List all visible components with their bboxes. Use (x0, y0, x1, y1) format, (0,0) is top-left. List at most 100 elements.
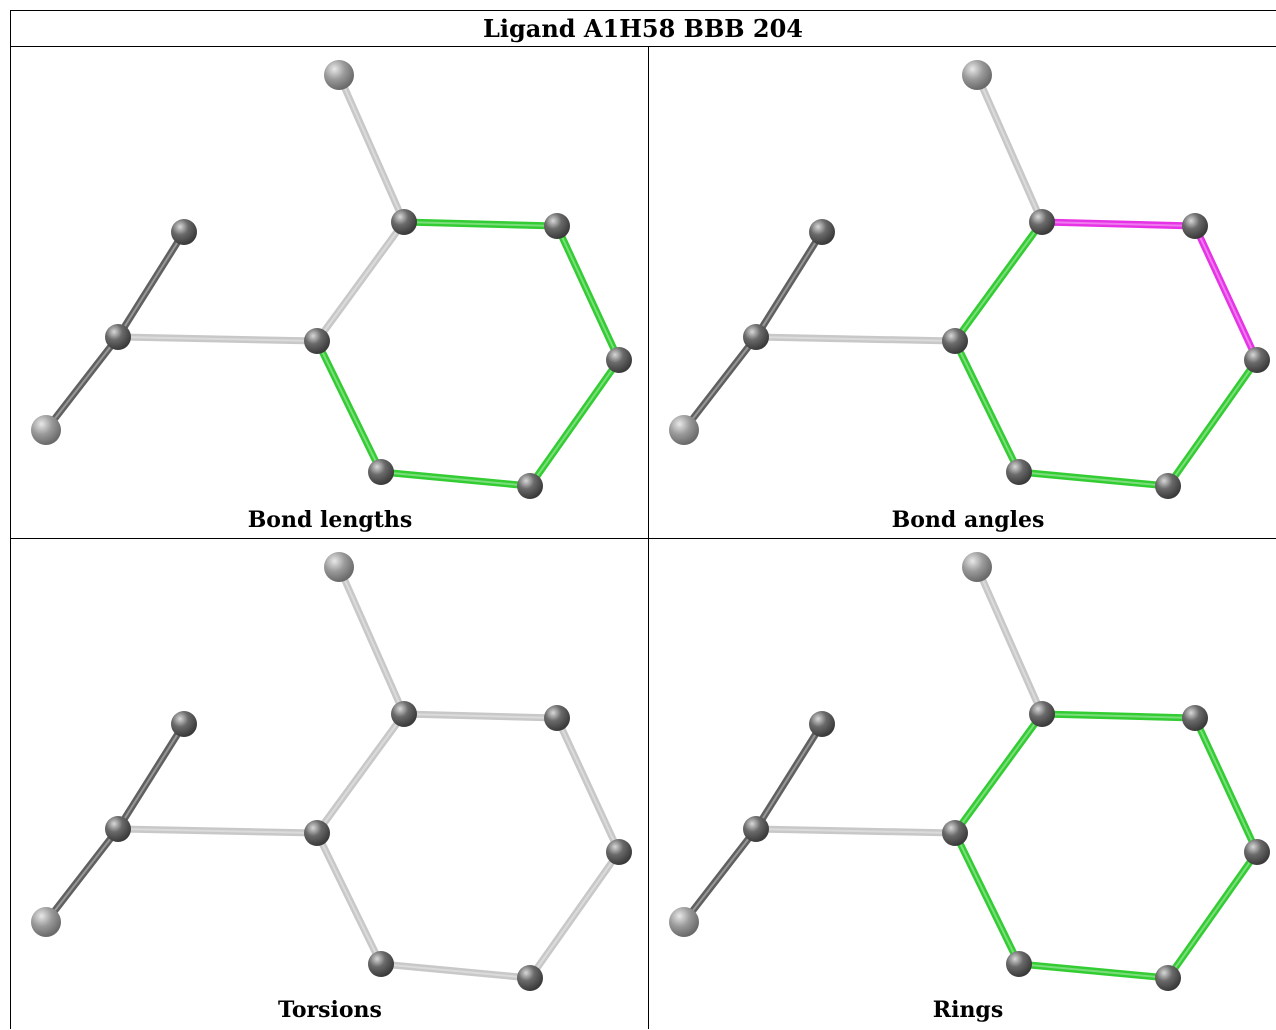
atom-mc (105, 816, 131, 842)
atom-ml (31, 415, 61, 445)
bond-highlight-top-a1 (976, 74, 1043, 223)
frame-title-divider (10, 46, 1276, 47)
bond-highlight-a3-a4 (529, 851, 620, 979)
atom-a2 (1182, 705, 1208, 731)
atom-a2 (1182, 213, 1208, 239)
bond-top-a1 (973, 563, 1046, 718)
bond-highlight-a5-a6 (954, 340, 1020, 473)
bond-mu-mc (114, 720, 188, 833)
bond-a2-a3 (553, 714, 623, 856)
bond-a5-a6 (313, 829, 385, 968)
panel-rings: Rings (649, 539, 1276, 1030)
atom-a6 (942, 328, 968, 354)
bond-highlight-a4-a5 (380, 963, 531, 979)
bond-a6-a1 (951, 218, 1046, 345)
bond-mc-a6 (752, 825, 959, 837)
atom-top (324, 552, 354, 582)
bond-a2-a3 (1191, 222, 1261, 364)
bond-highlight-a6-a1 (954, 713, 1043, 834)
bond-highlight-mu-mc (117, 723, 185, 830)
bond-a4-a5 (1015, 468, 1172, 490)
frame-top (10, 10, 1276, 11)
atom-a5 (1006, 459, 1032, 485)
bond-a5-a6 (313, 337, 385, 476)
atom-ml (669, 415, 699, 445)
atom-a3 (1244, 839, 1270, 865)
bond-highlight-a4-a5 (380, 471, 531, 487)
bond-mc-ml (42, 825, 122, 926)
frame-row-divider (10, 538, 1276, 539)
bond-mu-mc (752, 228, 826, 341)
bond-highlight-top-a1 (338, 74, 405, 223)
atom-a3 (606, 347, 632, 373)
bond-highlight-a1-a2 (1041, 713, 1196, 719)
bond-highlight-a2-a3 (556, 717, 620, 853)
bond-highlight-mu-mc (117, 231, 185, 338)
panel-caption: Bond angles (891, 507, 1045, 533)
atom-mu (171, 711, 197, 737)
bond-a3-a4 (1164, 356, 1261, 490)
atom-a3 (606, 839, 632, 865)
atom-ml (669, 907, 699, 937)
frame-column-divider (648, 46, 649, 1029)
bond-mu-mc (752, 720, 826, 833)
atom-ml (31, 907, 61, 937)
figure-title: Ligand A1H58 BBB 204 (483, 13, 803, 43)
bond-top-a1 (973, 71, 1046, 226)
bond-mu-mc (114, 228, 188, 341)
bond-a4-a5 (377, 468, 534, 490)
bond-a6-a1 (313, 710, 408, 837)
bond-a1-a2 (1038, 218, 1199, 230)
atom-a4 (1155, 965, 1181, 991)
bond-top-a1 (335, 563, 408, 718)
atom-a5 (368, 951, 394, 977)
bond-highlight-a6-a1 (316, 221, 405, 342)
bond-highlight-a1-a2 (1041, 221, 1196, 227)
bond-highlight-mu-mc (755, 231, 823, 338)
bond-mc-ml (680, 825, 760, 926)
panel-caption: Torsions (278, 997, 382, 1023)
bond-a6-a1 (313, 218, 408, 345)
panel-caption: Rings (932, 997, 1004, 1023)
molecule-diagram (31, 552, 632, 991)
bond-a5-a6 (951, 829, 1023, 968)
bond-highlight-mc-a6 (755, 828, 956, 834)
molecule-diagram (31, 60, 632, 499)
bond-mc-ml (680, 333, 760, 434)
atom-mu (809, 711, 835, 737)
bond-a1-a2 (1038, 710, 1199, 722)
atom-a1 (1029, 701, 1055, 727)
bond-a1-a2 (400, 710, 561, 722)
atom-a4 (517, 965, 543, 991)
panel-bond-lengths: Bond lengths (11, 47, 649, 538)
bond-highlight-a5-a6 (316, 340, 382, 473)
bond-a1-a2 (400, 218, 561, 230)
bond-highlight-a3-a4 (529, 359, 620, 487)
bond-a4-a5 (1015, 960, 1172, 982)
atom-a2 (544, 213, 570, 239)
bond-highlight-a4-a5 (1018, 963, 1169, 979)
bond-highlight-a3-a4 (1167, 359, 1258, 487)
bond-a6-a1 (951, 710, 1046, 837)
bond-highlight-mc-ml (45, 336, 119, 431)
bond-highlight-a1-a2 (403, 713, 558, 719)
bond-highlight-mc-a6 (117, 828, 318, 834)
atom-a2 (544, 705, 570, 731)
bond-a2-a3 (1191, 714, 1261, 856)
bond-highlight-a6-a1 (316, 713, 405, 834)
bond-highlight-mc-a6 (755, 336, 956, 342)
bond-highlight-mc-ml (683, 336, 757, 431)
atom-top (962, 552, 992, 582)
figure-sheet: Ligand A1H58 BBB 204 Bond lengths Bond a… (10, 10, 1276, 1029)
atom-mu (809, 219, 835, 245)
atom-a1 (391, 209, 417, 235)
bond-highlight-mc-ml (683, 828, 757, 923)
bond-mc-ml (42, 333, 122, 434)
bond-highlight-a5-a6 (316, 832, 382, 965)
bond-highlight-top-a1 (338, 566, 405, 715)
atom-mc (743, 324, 769, 350)
bond-highlight-a2-a3 (556, 225, 620, 361)
bond-a3-a4 (526, 848, 623, 982)
atom-a1 (1029, 209, 1055, 235)
atom-a4 (517, 473, 543, 499)
